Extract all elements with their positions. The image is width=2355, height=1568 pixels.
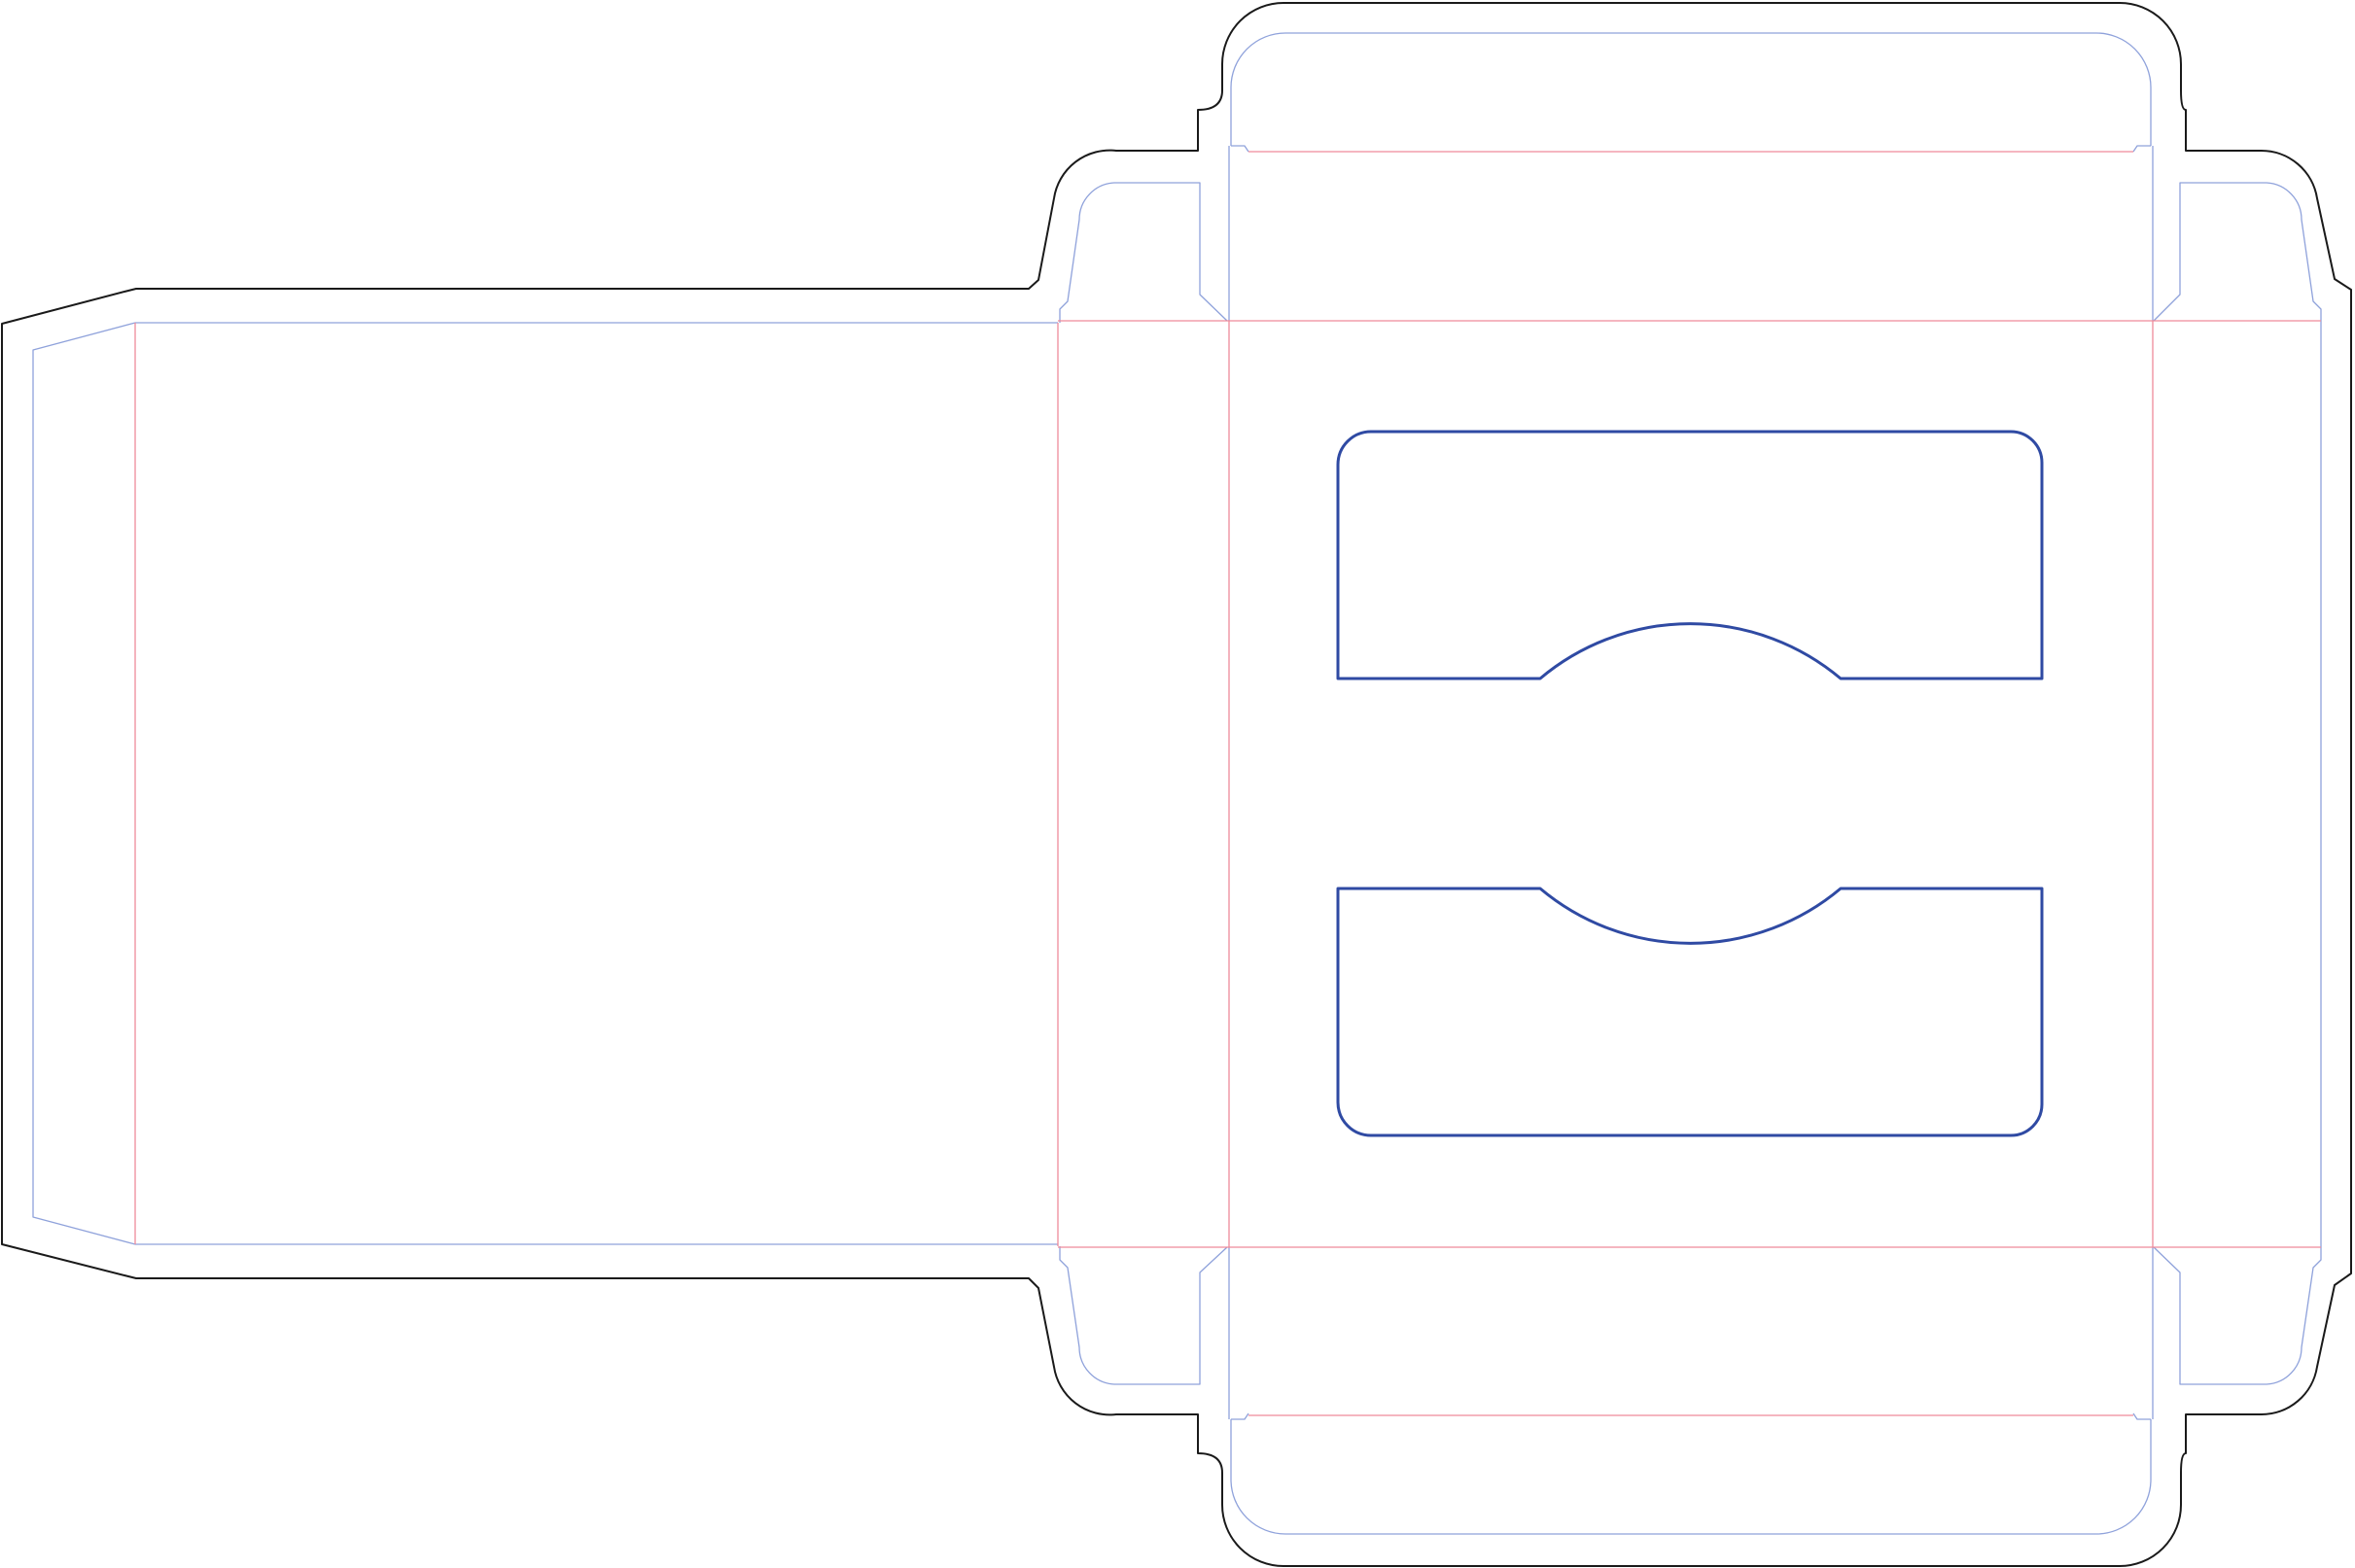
window-cutout-top bbox=[1336, 430, 2044, 680]
top-lid-notch-right bbox=[2132, 145, 2151, 153]
top-lid-bleed bbox=[1230, 32, 2152, 146]
dust-flap-bottom-right-bleed bbox=[2153, 1246, 2322, 1385]
bottom-lid-bleed bbox=[1230, 1419, 2152, 1535]
bottom-lid-notch-left bbox=[1231, 1412, 1249, 1420]
dust-flap-bottom-left-bleed bbox=[1059, 1246, 1228, 1385]
glue-flap-bleed bbox=[32, 322, 136, 1245]
top-lid-notch-left bbox=[1231, 145, 1249, 153]
bottom-lid-notch-right bbox=[2132, 1412, 2151, 1420]
dust-flap-top-right-bleed bbox=[2153, 182, 2322, 323]
window-cutout-bottom bbox=[1336, 887, 2044, 1137]
dust-flap-top-left-bleed bbox=[1059, 182, 1228, 323]
